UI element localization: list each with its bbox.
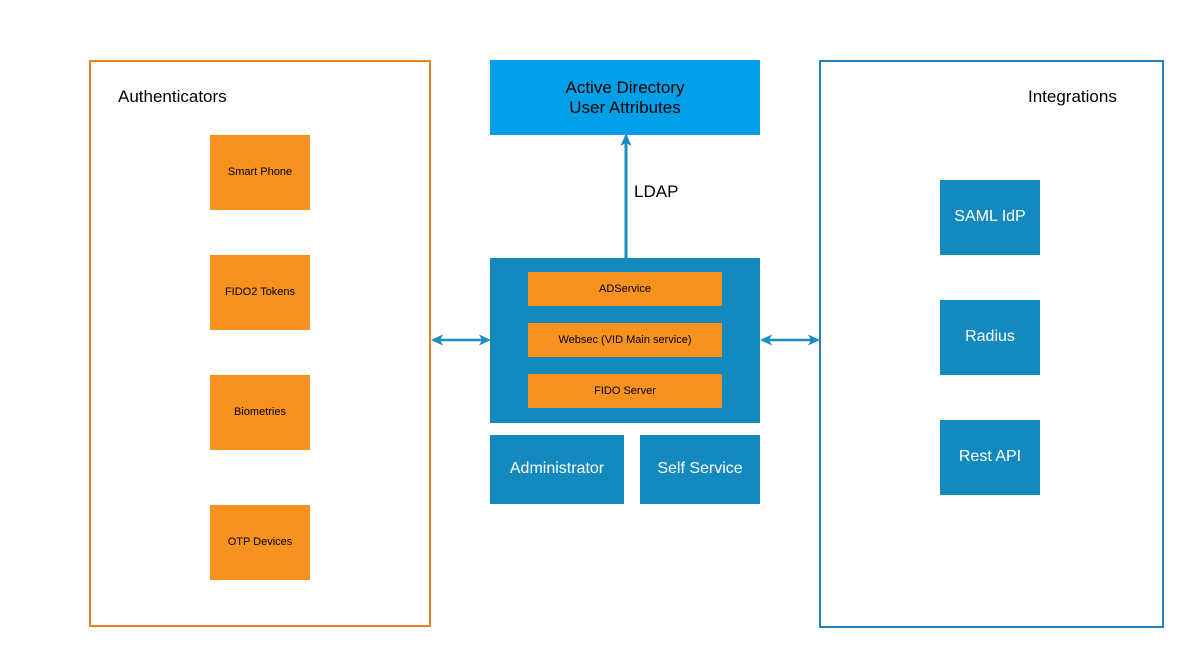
- connector-ldap-label: LDAP: [634, 182, 679, 201]
- node-fido2-tokens-label: FIDO2 Tokens: [224, 286, 296, 299]
- node-administrator-label: Administrator: [509, 460, 605, 478]
- node-active-directory-line1: Active Directory: [565, 77, 685, 97]
- node-self-service[interactable]: Self Service: [640, 435, 760, 504]
- panel-authenticators: [89, 60, 431, 627]
- node-saml-idp[interactable]: SAML IdP: [940, 180, 1040, 255]
- node-websec-label: Websec (VID Main service): [558, 333, 692, 346]
- node-active-directory[interactable]: Active Directory User Attributes: [490, 60, 760, 135]
- node-fido-server-label: FIDO Server: [594, 384, 656, 397]
- node-rest-api-label: Rest API: [958, 448, 1022, 466]
- node-otp-devices[interactable]: OTP Devices: [210, 505, 310, 580]
- node-saml-idp-label: SAML IdP: [954, 208, 1026, 226]
- node-smart-phone[interactable]: Smart Phone: [210, 135, 310, 210]
- node-self-service-label: Self Service: [657, 460, 743, 478]
- panel-integrations: [819, 60, 1164, 628]
- node-rest-api[interactable]: Rest API: [940, 420, 1040, 495]
- node-biometries-label: Biometries: [234, 406, 286, 419]
- node-fido-server[interactable]: FIDO Server: [528, 374, 722, 408]
- panel-authenticators-title: Authenticators: [118, 87, 227, 106]
- node-adservice[interactable]: ADService: [528, 272, 722, 306]
- node-adservice-label: ADService: [599, 282, 651, 295]
- node-radius[interactable]: Radius: [940, 300, 1040, 375]
- node-fido2-tokens[interactable]: FIDO2 Tokens: [210, 255, 310, 330]
- panel-integrations-title: Integrations: [1028, 87, 1117, 106]
- node-biometries[interactable]: Biometries: [210, 375, 310, 450]
- node-radius-label: Radius: [965, 328, 1015, 346]
- node-smart-phone-label: Smart Phone: [227, 166, 293, 179]
- connector-ldap: [620, 133, 632, 260]
- node-websec[interactable]: Websec (VID Main service): [528, 323, 722, 357]
- node-active-directory-line2: User Attributes: [569, 97, 681, 117]
- connector-right-link: [760, 334, 820, 346]
- node-administrator[interactable]: Administrator: [490, 435, 624, 504]
- node-otp-devices-label: OTP Devices: [227, 536, 293, 549]
- connector-left-link: [431, 334, 491, 346]
